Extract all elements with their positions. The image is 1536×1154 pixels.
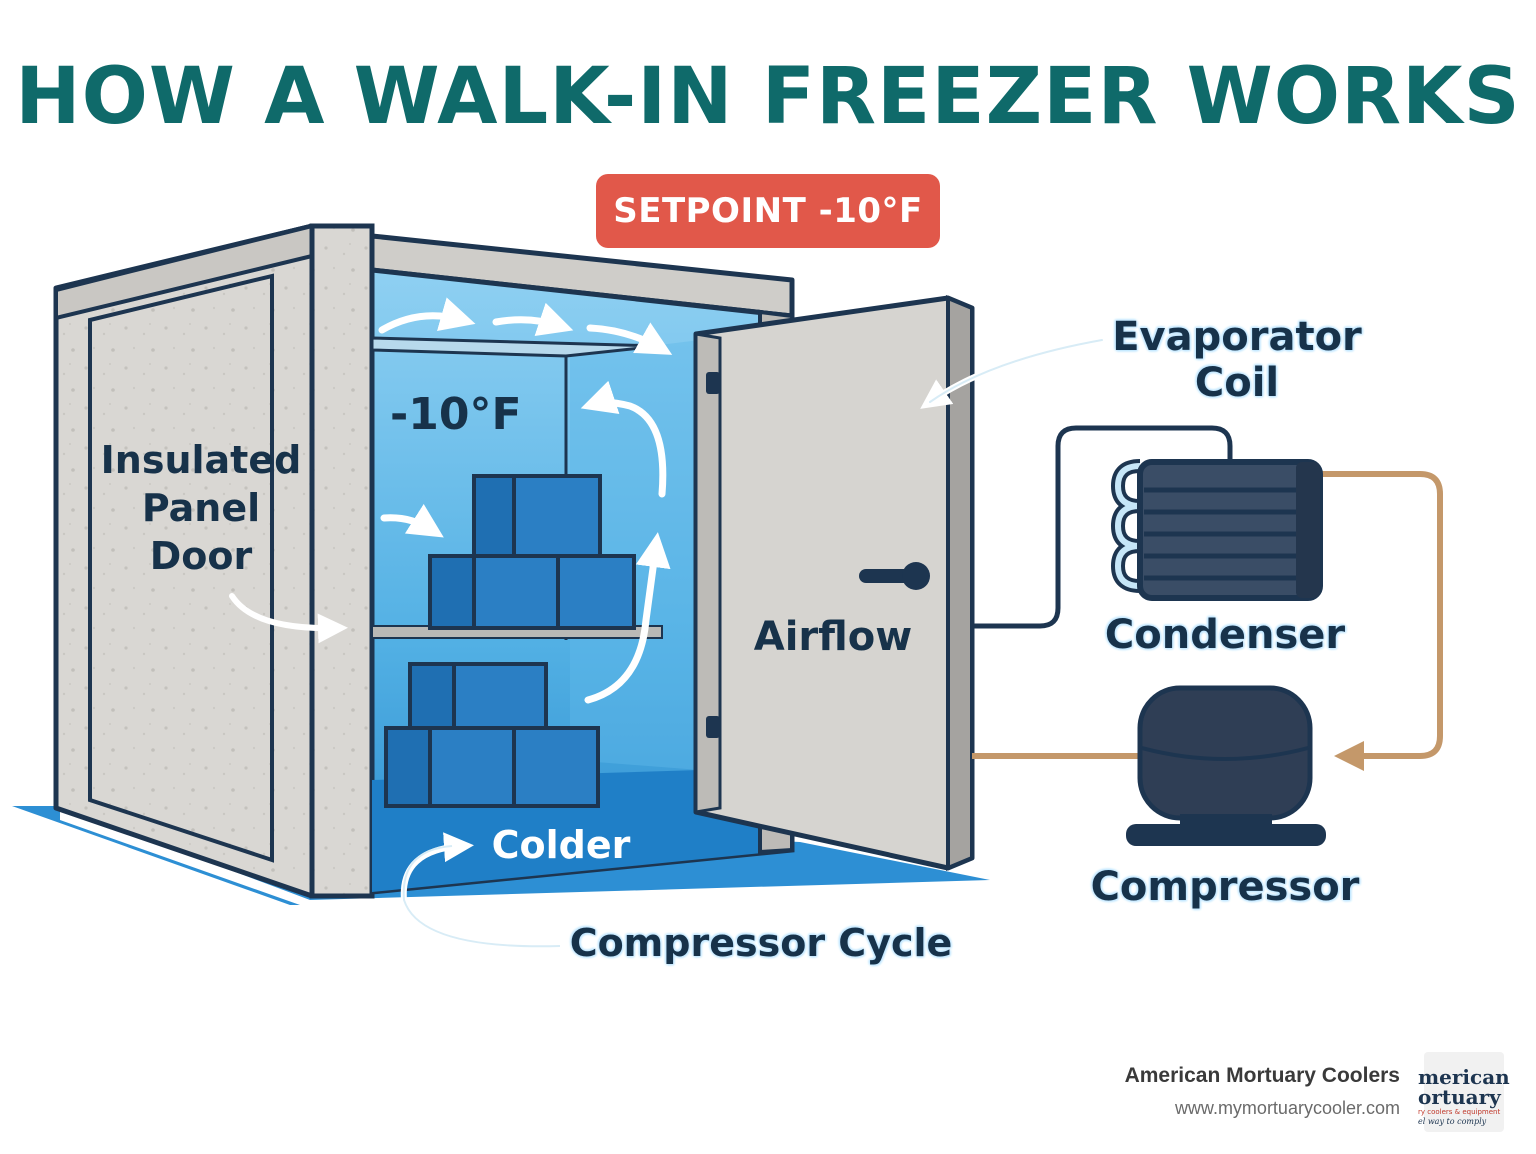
inside-temp-label: -10°F: [390, 389, 522, 440]
airflow-arrows: [378, 297, 673, 704]
evaporator-coil-label: Evaporator Coil: [1112, 314, 1362, 406]
open-door[interactable]: [693, 295, 975, 871]
lower-box-stack: [384, 662, 600, 808]
logo-line2: ortuary: [1418, 1085, 1502, 1109]
footer-url[interactable]: www.mymortuarycooler.com: [1174, 1098, 1400, 1118]
logo-line3: ry coolers & equipment: [1418, 1108, 1500, 1116]
colder-label: Colder: [491, 823, 631, 867]
setpoint-badge: SETPOINT -10°F: [596, 174, 940, 248]
upper-shelf: [370, 336, 661, 358]
suction-line: [972, 425, 1233, 629]
compressor-label: Compressor: [1090, 864, 1360, 910]
hot-gas-line: [1320, 471, 1443, 771]
logo-line4: el way to comply: [1418, 1117, 1487, 1126]
page-title: HOW A WALK-IN FREEZER WORKS: [15, 52, 1521, 142]
insulated-door-pointer: [229, 593, 348, 644]
floor-shadow-left: [12, 806, 300, 905]
left-wall-trim-inner: [88, 273, 274, 863]
footer-company: American Mortuary Coolers: [1124, 1064, 1400, 1087]
condenser-label: Condenser: [1104, 612, 1346, 658]
front-post: [309, 223, 375, 899]
airflow-label: Airflow: [753, 614, 913, 660]
condenser-unit: [1110, 459, 1323, 601]
upper-box-stack: [428, 474, 636, 630]
insulated-panel-door-label: Insulated Panel Door: [100, 438, 302, 578]
logo-art: merican ortuary ry coolers & equipment e…: [1418, 1052, 1510, 1132]
compressor-unit: [1126, 685, 1326, 846]
logo-line1: merican: [1418, 1065, 1510, 1089]
compressor-cycle-label: Compressor Cycle: [569, 921, 953, 965]
